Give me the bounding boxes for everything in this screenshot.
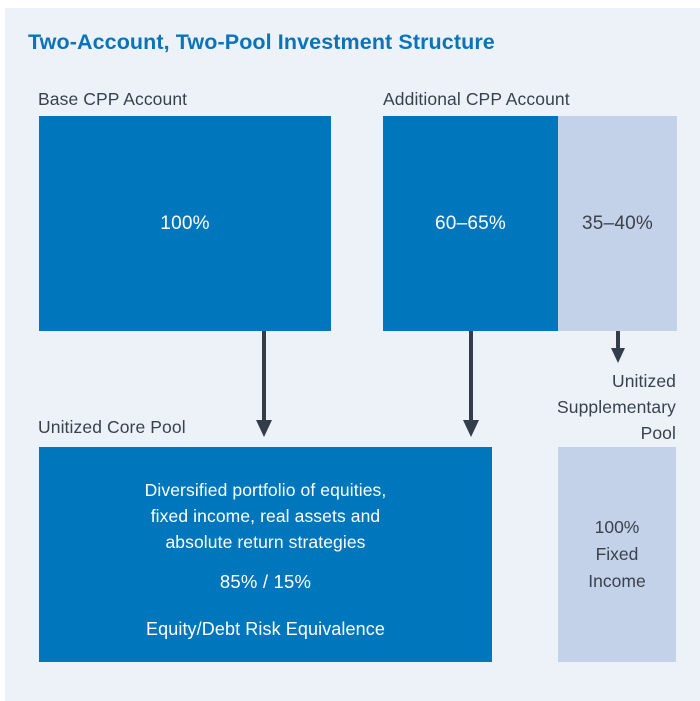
additional-core-allocation: 60–65% (435, 212, 506, 234)
base-account-label: Base CPP Account (38, 89, 188, 109)
arrow-additional-to-core-pool (463, 331, 479, 437)
core-pool-box: Diversified portfolio of equities, fixed… (39, 447, 492, 662)
supplementary-pool-box: 100% Fixed Income (558, 447, 676, 662)
arrow-additional-to-supplementary-pool (610, 331, 626, 363)
arrow-base-to-core-pool (256, 331, 272, 437)
additional-account-label: Additional CPP Account (383, 89, 570, 109)
arrow-shaft (616, 331, 620, 348)
core-pool-description: Diversified portfolio of equities, fixed… (144, 480, 387, 552)
page-title: Two-Account, Two-Pool Investment Structu… (28, 30, 495, 54)
arrow-head-icon (611, 348, 625, 363)
additional-supplementary-allocation: 35–40% (582, 212, 653, 234)
supplementary-pool-label: Unitized Supplementary Pool (556, 371, 676, 443)
base-account-box: 100% (39, 116, 331, 331)
core-pool-ratio: 85% / 15% (219, 571, 312, 592)
core-pool-label: Unitized Core Pool (38, 417, 186, 437)
additional-account-box: 60–65% 35–40% (383, 116, 677, 331)
additional-account-supplementary-segment: 35–40% (558, 116, 677, 331)
base-account-allocation: 100% (160, 212, 210, 234)
supplementary-pool-content: 100% Fixed Income (588, 517, 646, 591)
arrow-head-icon (256, 420, 272, 437)
arrow-shaft (262, 331, 266, 420)
arrow-head-icon (463, 420, 479, 437)
core-pool-ratio-caption: Equity/Debt Risk Equivalence (146, 619, 385, 639)
additional-account-core-segment: 60–65% (383, 116, 558, 331)
arrow-shaft (469, 331, 473, 420)
